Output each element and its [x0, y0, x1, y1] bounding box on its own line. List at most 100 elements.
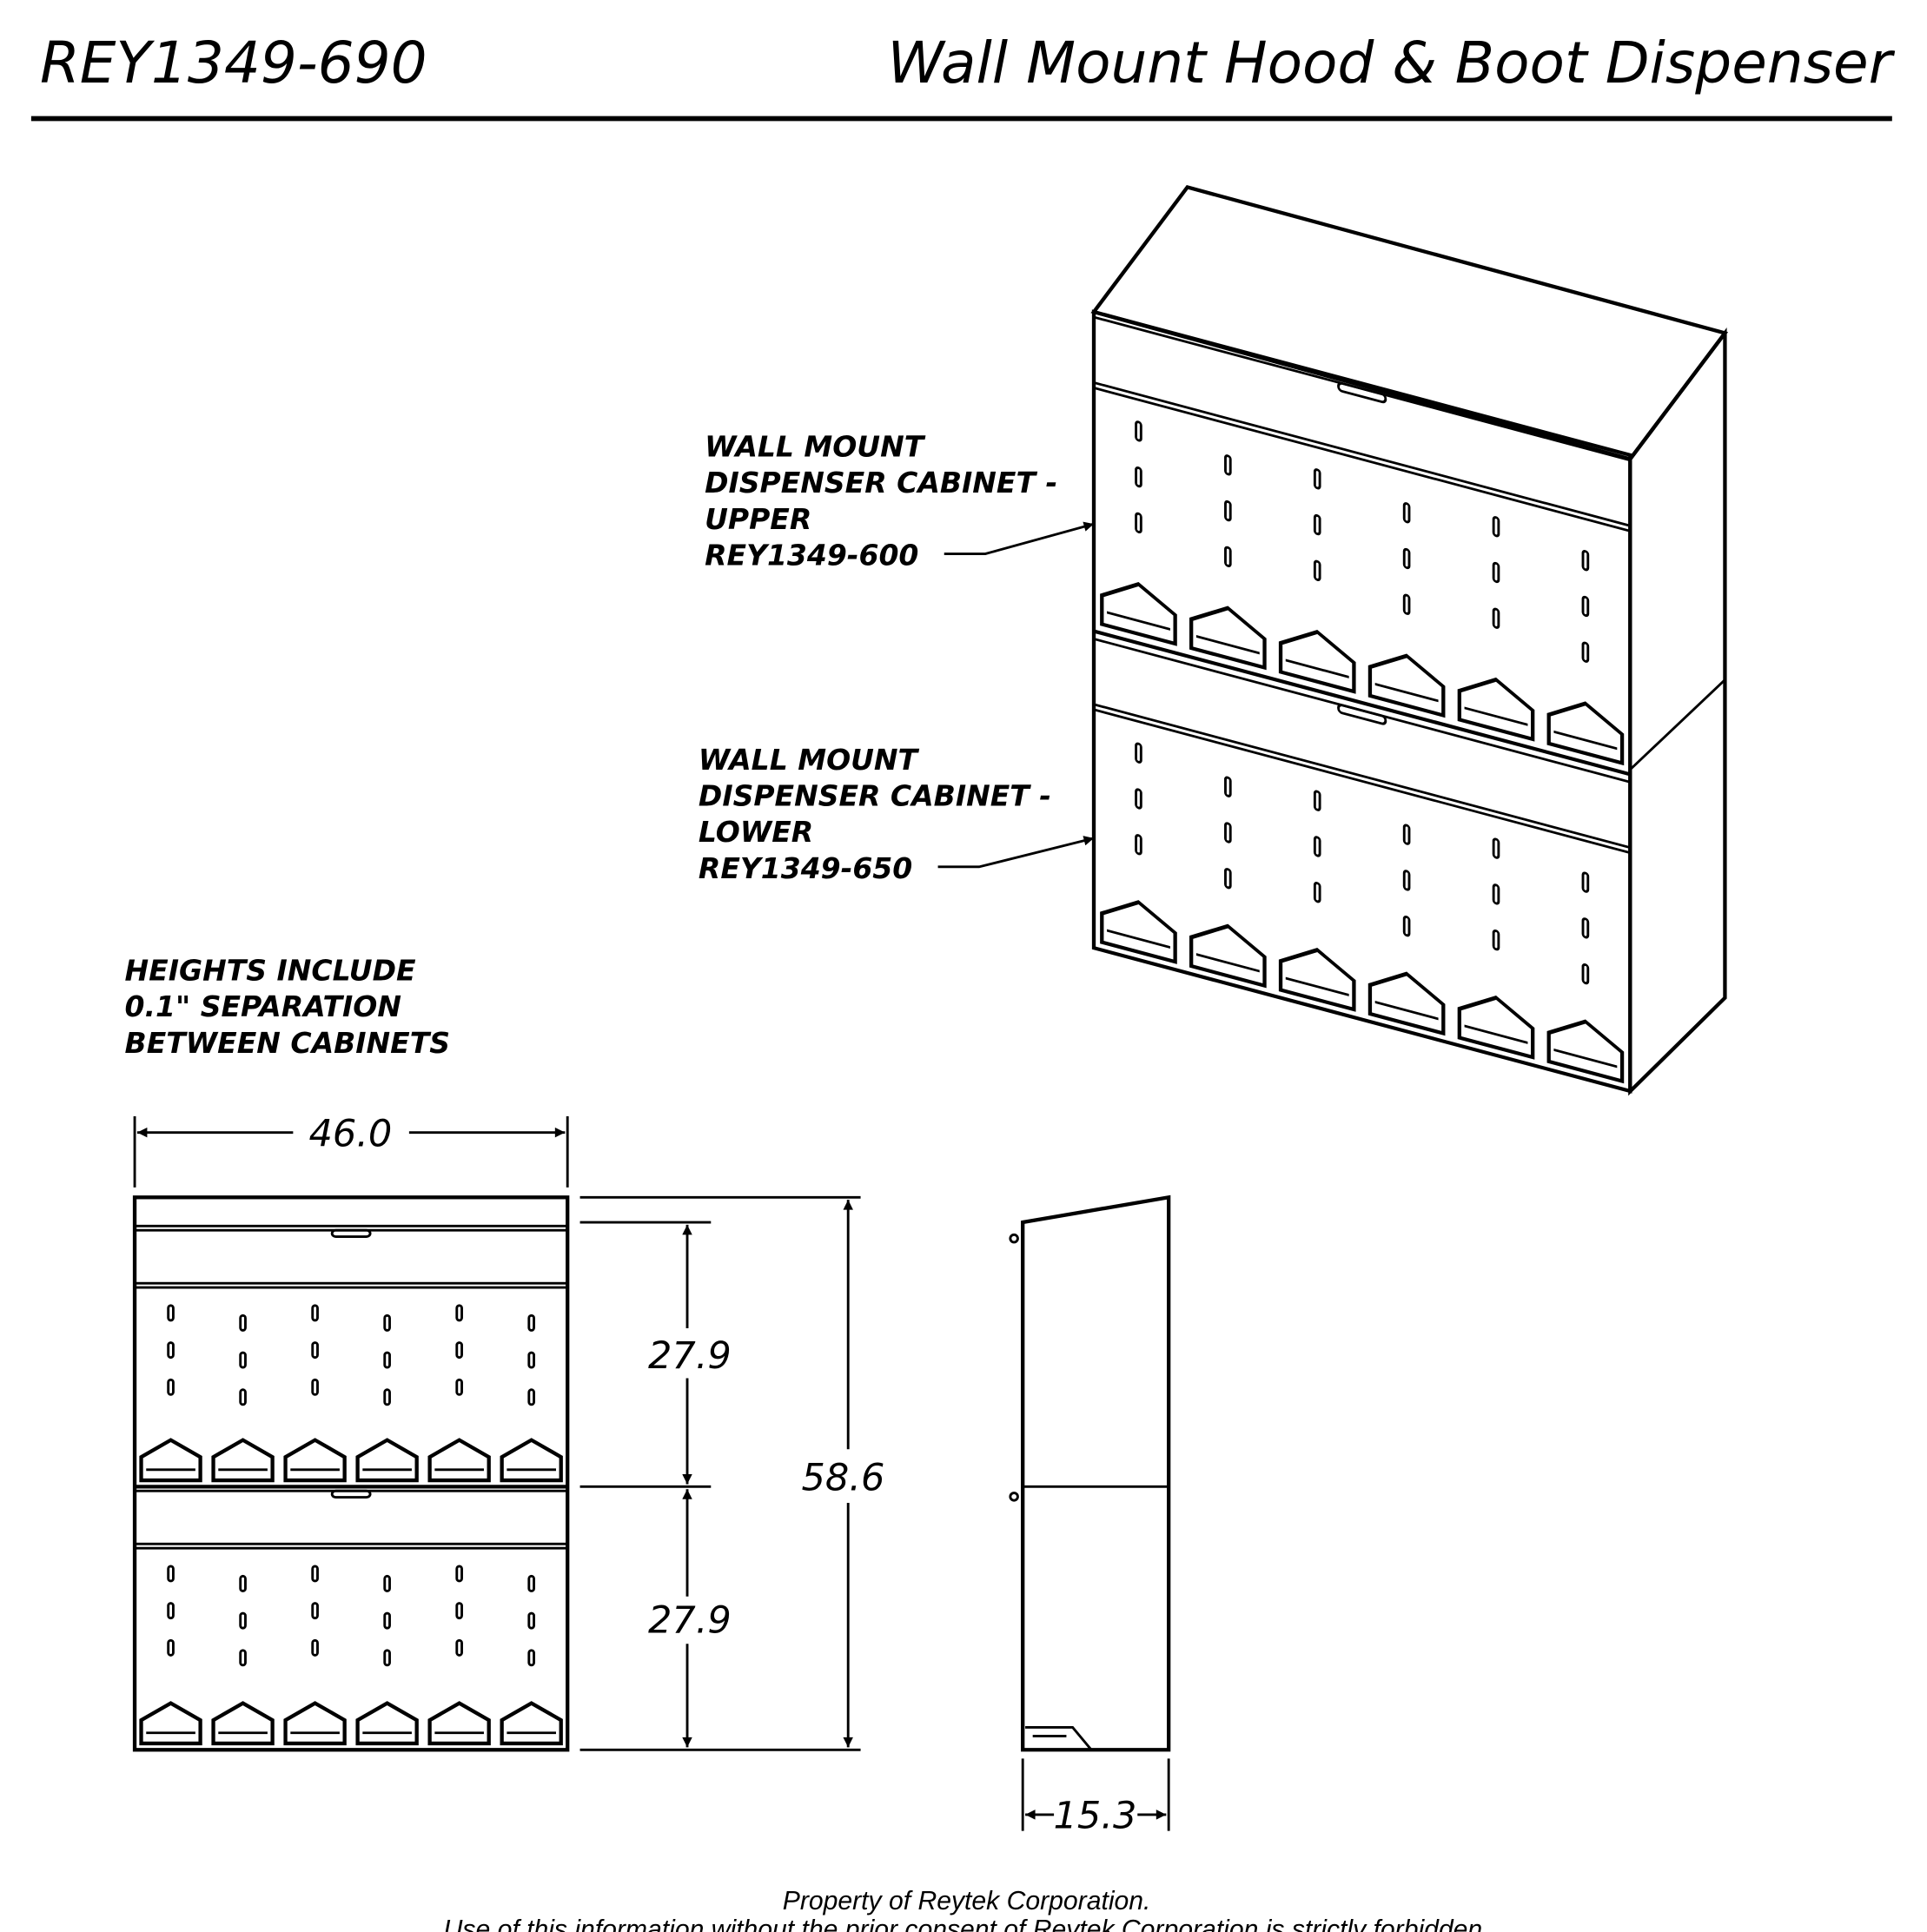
hanger-slot — [167, 1378, 175, 1396]
callout-upper: WALL MOUNT DISPENSER CABINET - UPPER REY… — [705, 430, 1095, 572]
hanger-slot — [1402, 547, 1411, 570]
hanger-slot — [1224, 454, 1232, 476]
side-view — [1009, 1194, 1171, 1752]
hanger-slot — [527, 1649, 535, 1667]
lid-handle — [330, 1228, 372, 1238]
hanger-slot — [239, 1313, 247, 1332]
hanger-slot — [311, 1638, 319, 1657]
callout-lower: WALL MOUNT DISPENSER CABINET - LOWER REY… — [699, 743, 1095, 885]
hanger-slot — [1581, 963, 1590, 985]
hanger-slot — [1492, 561, 1500, 584]
hanger-slot — [1581, 550, 1590, 572]
hanger-slot — [1135, 512, 1142, 534]
isometric-view — [1090, 185, 1729, 1096]
hanger-slot — [1581, 595, 1590, 618]
hanger-slot — [1492, 930, 1500, 951]
lower-height-dimension: 27.9 — [648, 1598, 732, 1642]
hanger-slot — [527, 1388, 535, 1406]
hanger-slot — [383, 1574, 391, 1592]
svg-text:WALL MOUNT: WALL MOUNT — [705, 430, 926, 464]
total-height-dimension: 58.6 — [802, 1457, 885, 1500]
hanger-slot — [1313, 836, 1321, 857]
tray-lip — [1195, 953, 1260, 973]
hanger-slot — [239, 1388, 247, 1406]
hanger-slot — [1402, 916, 1411, 937]
boot-tray — [355, 1701, 419, 1746]
hanger-slot — [1492, 516, 1500, 538]
svg-text:DISPENSER CABINET -: DISPENSER CABINET - — [705, 466, 1057, 500]
width-dimension: 46.0 — [308, 1112, 392, 1155]
boot-tray — [427, 1438, 491, 1483]
hanger-slot — [311, 1341, 319, 1360]
tray-lip — [1285, 976, 1349, 996]
tray-lip — [1553, 1048, 1618, 1069]
tray-lip — [1553, 730, 1618, 751]
footer-disclaimer: Use of this information without the prio… — [444, 1915, 1490, 1932]
hanger-slot — [167, 1565, 175, 1583]
hanger-slot — [1224, 868, 1232, 890]
svg-text:WALL MOUNT: WALL MOUNT — [699, 743, 920, 777]
lid-handle — [330, 1489, 372, 1499]
hanger-slot — [1313, 790, 1321, 811]
svg-text:REY1349-650: REY1349-650 — [699, 851, 912, 885]
tray-lip — [1107, 929, 1170, 949]
boot-tray — [283, 1701, 347, 1746]
hanger-slot — [1581, 917, 1590, 939]
boot-tray — [1189, 605, 1267, 671]
boot-tray — [139, 1701, 202, 1746]
hanger-slot — [1224, 546, 1232, 567]
hanger-slot — [1581, 871, 1590, 893]
hanger-slot — [311, 1602, 319, 1620]
hanger-slot — [1402, 502, 1411, 524]
svg-text:BETWEEN CABINETS: BETWEEN CABINETS — [125, 1026, 450, 1060]
boot-tray — [1278, 948, 1356, 1012]
hanger-slot — [455, 1602, 463, 1620]
svg-text:DISPENSER CABINET -: DISPENSER CABINET - — [699, 779, 1051, 813]
boot-tray — [1546, 701, 1625, 766]
hanger-slot — [455, 1565, 463, 1583]
hanger-slot — [239, 1351, 247, 1369]
hanger-slot — [455, 1304, 463, 1322]
hanger-slot — [1492, 883, 1500, 905]
hanger-slot — [239, 1649, 247, 1667]
tray-lip — [1285, 658, 1349, 678]
hanger-slot — [1135, 834, 1142, 856]
svg-text:REY1349-600: REY1349-600 — [705, 538, 918, 572]
hanger-slot — [455, 1341, 463, 1360]
hanger-slot — [383, 1388, 391, 1406]
boot-tray — [211, 1701, 275, 1746]
hanger-slot — [455, 1638, 463, 1657]
hanger-slot — [1224, 776, 1232, 797]
hanger-slot — [527, 1313, 535, 1332]
hanger-slot — [383, 1313, 391, 1332]
hanger-slot — [167, 1638, 175, 1657]
boot-tray — [1278, 629, 1356, 694]
boot-tray — [1100, 900, 1177, 964]
hanger-slot — [527, 1574, 535, 1592]
boot-tray — [1367, 653, 1446, 718]
front-view — [132, 1195, 570, 1752]
boot-tray — [1367, 971, 1446, 1036]
svg-text:0.1" SEPARATION: 0.1" SEPARATION — [125, 989, 401, 1023]
hanger-slot — [1135, 420, 1142, 442]
cabinet-separation — [1094, 629, 1631, 777]
footer-property: Property of Reytek Corporation. — [783, 1887, 1151, 1915]
hanger-slot — [1581, 641, 1590, 663]
cabinet-lid — [1092, 315, 1632, 528]
tray-lip — [1374, 682, 1439, 703]
hanger-slot — [1313, 559, 1321, 581]
tray-lip — [1374, 1001, 1439, 1021]
hanger-slot — [1313, 513, 1321, 536]
cabinet-side — [1628, 327, 1727, 1096]
part-number: REY1349-690 — [40, 30, 427, 96]
boot-tray — [1457, 677, 1535, 742]
hanger-slot — [1402, 593, 1411, 615]
hanger-slot — [1402, 870, 1411, 891]
boot-tray — [1189, 923, 1267, 989]
hanger-slot — [1313, 468, 1321, 490]
boot-tray — [1546, 1019, 1625, 1084]
lid-handle — [1337, 381, 1387, 404]
hanger-slot — [383, 1351, 391, 1369]
